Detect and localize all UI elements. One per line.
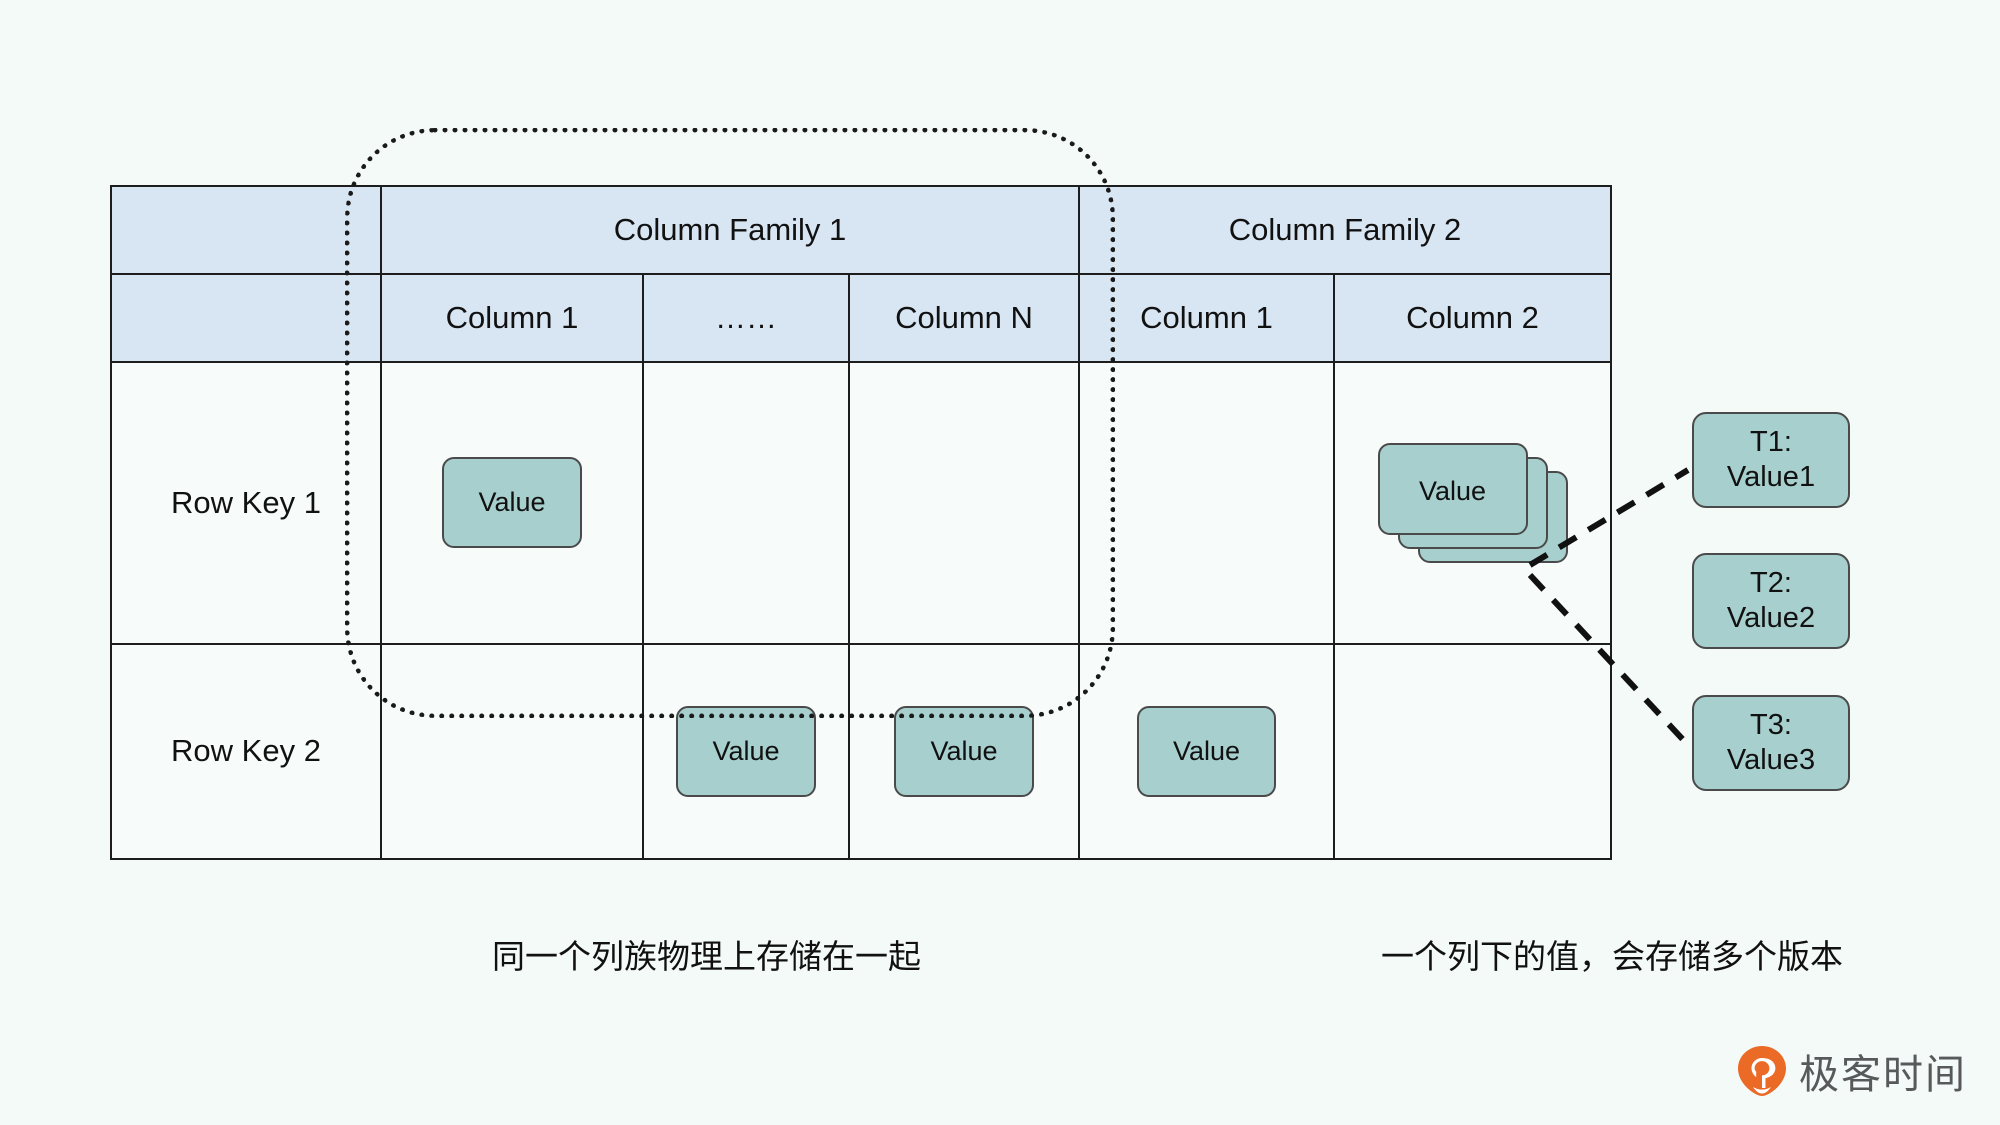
column-family-1-header: Column Family 1 bbox=[380, 185, 1080, 275]
cell-r2-cf1-ellipsis: Value bbox=[642, 642, 850, 861]
version-value-label: Value1 bbox=[1726, 461, 1816, 493]
hbase-schema-table: Column Family 1 Column Family 2 Column 1… bbox=[110, 185, 1612, 861]
column-header-cf2-column2: Column 2 bbox=[1333, 272, 1612, 363]
brand-logo-text: 极客时间 bbox=[1799, 1052, 1967, 1098]
brand-logo: 极客时间 bbox=[1735, 1042, 1967, 1100]
cell-r2-cf1-column1 bbox=[380, 642, 644, 861]
version-box-t1: T1: Value1 bbox=[1692, 412, 1850, 508]
cell-r1-cf1-ellipsis bbox=[642, 360, 850, 645]
cell-r2-cf1-columnN: Value bbox=[848, 642, 1080, 861]
cell-r1-cf2-column2: Value bbox=[1333, 360, 1612, 645]
table-row-family-headers: Column Family 1 Column Family 2 bbox=[110, 185, 1612, 275]
value-chip-version-1: Value bbox=[1377, 442, 1528, 535]
value-chip: Value bbox=[894, 705, 1034, 797]
table-row-rowkey-2: Row Key 2 Value Value Value bbox=[110, 642, 1612, 861]
cell-r1-cf1-columnN bbox=[848, 360, 1080, 645]
value-chip: Value bbox=[442, 457, 582, 549]
version-box-t3: T3: Value3 bbox=[1692, 695, 1850, 791]
caption-multiple-versions: 一个列下的值，会存储多个版本 bbox=[1381, 937, 1843, 976]
cell-r2-cf2-column1: Value bbox=[1078, 642, 1335, 861]
table-row-rowkey-1: Row Key 1 Value Value bbox=[110, 360, 1612, 645]
version-timestamp-label: T1: bbox=[1750, 425, 1792, 458]
cell-r2-cf2-column2 bbox=[1333, 642, 1612, 861]
version-timestamp-label: T3: bbox=[1750, 708, 1792, 741]
column-header-cf1-columnN: Column N bbox=[848, 272, 1080, 363]
table-row-column-headers: Column 1 …… Column N Column 1 Column 2 bbox=[110, 272, 1612, 363]
version-timestamp-label: T2: bbox=[1750, 566, 1792, 599]
column-header-cf2-column1: Column 1 bbox=[1078, 272, 1335, 363]
version-value-label: Value3 bbox=[1726, 744, 1816, 776]
cell-r1-cf1-column1: Value bbox=[380, 360, 644, 645]
value-chip: Value bbox=[676, 705, 816, 797]
value-chip: Value bbox=[1136, 705, 1277, 797]
caption-column-family-storage: 同一个列族物理上存储在一起 bbox=[492, 937, 921, 976]
version-box-t2: T2: Value2 bbox=[1692, 553, 1850, 649]
column-family-2-header: Column Family 2 bbox=[1078, 185, 1612, 275]
value-version-stack: Value bbox=[1377, 442, 1568, 563]
cell-r1-cf2-column1 bbox=[1078, 360, 1335, 645]
version-value-label: Value2 bbox=[1726, 602, 1816, 634]
row-key-label-1: Row Key 1 bbox=[110, 360, 382, 645]
corner-blank-cell bbox=[110, 185, 382, 275]
row-key-label-2: Row Key 2 bbox=[110, 642, 382, 861]
column-header-blank bbox=[110, 272, 382, 363]
column-header-cf1-ellipsis: …… bbox=[642, 272, 850, 363]
geektime-logo-icon bbox=[1735, 1044, 1789, 1098]
column-header-cf1-column1: Column 1 bbox=[380, 272, 644, 363]
